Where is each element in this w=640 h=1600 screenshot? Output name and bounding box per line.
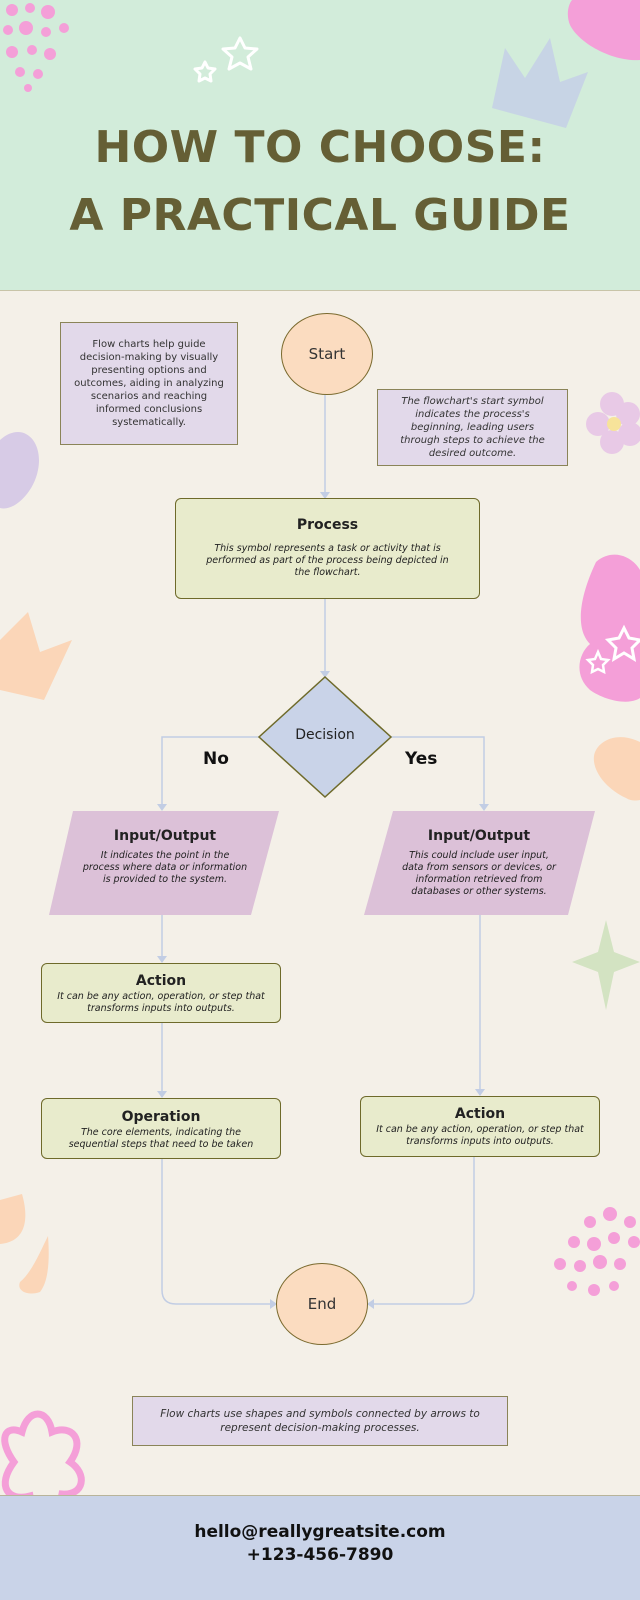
white-star-on-blob	[604, 624, 640, 662]
branch-yes-label: Yes	[405, 749, 438, 769]
decision-label: Decision	[295, 727, 355, 743]
arrow-heads	[157, 492, 489, 1309]
io-right-title: Input/Output	[427, 828, 531, 844]
io-right-text: Input/Output This could include user inp…	[398, 828, 560, 898]
intro-note: Flow charts help guide decision-making b…	[60, 322, 238, 445]
io-left-title: Input/Output	[113, 828, 217, 844]
action-right-box: Action It can be any action, operation, …	[360, 1096, 600, 1157]
star-outline-icon	[193, 36, 259, 83]
io-left-desc: It indicates the point in the process wh…	[82, 850, 248, 885]
pink-petal-top-right	[567, 0, 640, 61]
process-box: Process This symbol represents a task or…	[175, 498, 480, 599]
green-star-right	[572, 920, 640, 1010]
io-left-shape	[49, 811, 279, 915]
action-left-desc: It can be any action, operation, or step…	[57, 991, 265, 1014]
pink-dots-right	[554, 1207, 640, 1296]
peach-drop-left-2	[19, 1236, 49, 1294]
peach-drop-left-1	[0, 1194, 26, 1244]
decision-diamond	[257, 675, 393, 799]
peach-blob-right	[593, 737, 640, 801]
operation-desc: The core elements, indicating the sequen…	[68, 1127, 254, 1150]
bottom-note: Flow charts use shapes and symbols conne…	[132, 1396, 508, 1446]
bottom-note-text: Flow charts use shapes and symbols conne…	[160, 1408, 480, 1434]
process-desc: This symbol represents a task or activit…	[206, 543, 449, 578]
end-label: End	[307, 1295, 337, 1313]
start-label: Start	[308, 345, 346, 363]
pink-dots-decoration	[3, 3, 69, 92]
operation-box: Operation The core elements, indicating …	[41, 1098, 281, 1159]
footer-phone[interactable]: +123-456-7890	[246, 1545, 394, 1565]
io-right-desc: This could include user input, data from…	[402, 850, 556, 897]
start-symbol-note-text: The flowchart's start symbol indicates t…	[400, 396, 545, 459]
intro-note-text: Flow charts help guide decision-making b…	[74, 339, 224, 428]
action-right-title: Action	[454, 1106, 506, 1122]
crown-shape-top	[492, 38, 588, 128]
lilac-flower-right	[586, 392, 640, 454]
footer-banner	[0, 1495, 640, 1600]
connectors	[161, 395, 485, 1305]
action-left-box: Action It can be any action, operation, …	[41, 963, 281, 1023]
end-node: End	[276, 1263, 368, 1345]
action-right-desc: It can be any action, operation, or step…	[376, 1124, 584, 1147]
header-banner	[0, 0, 640, 291]
lavender-blob-left	[0, 431, 40, 509]
footer-email[interactable]: hello@reallygreatsite.com	[194, 1522, 446, 1542]
page-title-line1: HOW TO CHOOSE:	[94, 122, 546, 173]
process-title: Process	[296, 517, 359, 533]
pink-blob-right	[579, 554, 640, 702]
action-left-title: Action	[135, 973, 187, 989]
operation-title: Operation	[121, 1109, 201, 1125]
page-title-line2: A PRACTICAL GUIDE	[69, 190, 571, 241]
start-symbol-note: The flowchart's start symbol indicates t…	[377, 389, 568, 466]
branch-no-label: No	[203, 749, 229, 769]
io-left-text: Input/Output It indicates the point in t…	[82, 828, 248, 886]
peach-crown-left	[0, 612, 72, 700]
start-node: Start	[281, 313, 373, 395]
io-right-shape	[364, 811, 595, 915]
white-star-small	[585, 648, 611, 675]
